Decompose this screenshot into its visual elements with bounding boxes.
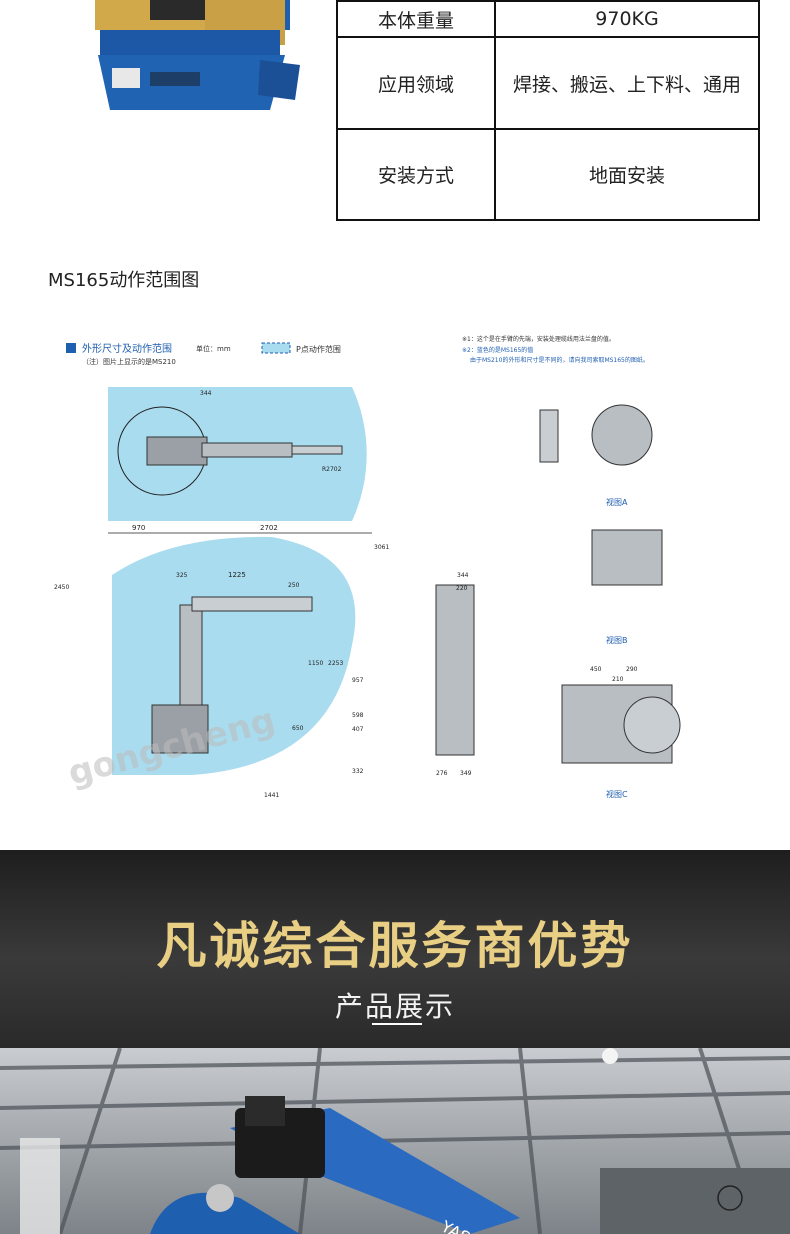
unit-label: 单位：mm: [196, 344, 231, 353]
side-view-lower-arm: [179, 604, 203, 706]
factory-photo: YASKAWA: [0, 1048, 790, 1234]
dim-210: 210: [612, 676, 624, 683]
table-row: 应用领域 焊接、搬运、上下料、通用: [336, 36, 760, 130]
dim-2702: 2702: [260, 524, 278, 532]
section-caption: MS165动作范围图: [48, 270, 200, 291]
advantage-banner: [0, 850, 790, 1048]
dim-344b: 344: [457, 572, 469, 579]
dim-325: 325: [176, 572, 188, 579]
banner-title: 凡诚综合服务商优势: [156, 917, 634, 975]
view-b-block: [591, 529, 663, 586]
row-value: 焊接、搬运、上下料、通用: [494, 36, 760, 130]
side-view-upper-arm: [191, 596, 313, 612]
dim-957: 957: [352, 677, 364, 684]
front-view-robot: [435, 584, 475, 756]
dim-970: 970: [132, 524, 145, 532]
dim-332: 332: [352, 768, 364, 775]
p-point-label: P点动作范围: [296, 344, 341, 354]
sub-note: （注）图片上显示的是MS210: [82, 357, 176, 366]
row-value: 地面安装: [494, 128, 760, 221]
dim-1150: 1150: [308, 660, 323, 667]
dim-290: 290: [626, 666, 638, 673]
dim-598: 598: [352, 712, 364, 719]
row-label: 应用领域: [336, 36, 496, 130]
factory-robot-illustration: YASKAWA: [0, 1048, 790, 1234]
dim-1225: 1225: [228, 571, 246, 579]
view-a-flange: [591, 404, 653, 466]
legend-swatch: [66, 343, 76, 353]
note-1: ※1：这个是在手臂的先端，安装处理缆线用法兰盘的值。: [462, 335, 615, 343]
dim-250: 250: [288, 582, 300, 589]
subtitle-underline: [372, 1023, 422, 1025]
view-c-circle: [623, 696, 681, 754]
view-b-label: 视图B: [606, 635, 628, 645]
view-a-side: [539, 409, 559, 463]
motion-range-diagram: 外形尺寸及动作范围 单位：mm P点动作范围 （注）图片上显示的是MS210 ※…: [54, 335, 681, 799]
top-view-wrist: [291, 445, 343, 455]
legend-title: 外形尺寸及动作范围: [82, 342, 172, 355]
dim-650: 650: [292, 725, 304, 732]
dim-450: 450: [590, 666, 602, 673]
table-row: 安装方式 地面安装: [336, 128, 760, 221]
dim-1441: 1441: [264, 792, 279, 799]
dim-407: 407: [352, 726, 364, 733]
dim-r2702: R2702: [322, 466, 342, 473]
robot-photo-top: [0, 0, 330, 225]
dim-3061: 3061: [374, 544, 389, 551]
row-value: 970KG: [494, 0, 760, 38]
p-point-swatch: [261, 342, 291, 354]
dim-349: 349: [460, 770, 472, 777]
dim-276: 276: [436, 770, 448, 777]
view-a-label: 视图A: [606, 497, 628, 507]
row-label: 安装方式: [336, 128, 496, 221]
row-label: 本体重量: [336, 0, 496, 38]
banner-subtitle: 产品展示: [334, 990, 455, 1023]
spec-table: 本体重量 970KG 应用领域 焊接、搬运、上下料、通用 安装方式 地面安装: [336, 0, 760, 221]
note-2: ※2：蓝色的是MS165的值: [462, 346, 533, 354]
view-c-label: 视图C: [606, 789, 628, 799]
top-view-base: [146, 436, 208, 466]
dim-2253: 2253: [328, 660, 343, 667]
top-view-arm: [201, 442, 293, 458]
note-3: 由于MS210的外形和尺寸是不同的，请向我司索取MS165的图纸。: [470, 356, 649, 364]
dim-2450: 2450: [54, 584, 69, 591]
table-row: 本体重量 970KG: [336, 0, 760, 38]
dim-344: 344: [200, 390, 212, 397]
dim-220: 220: [456, 585, 468, 592]
robot-base-illustration: [95, 0, 300, 110]
